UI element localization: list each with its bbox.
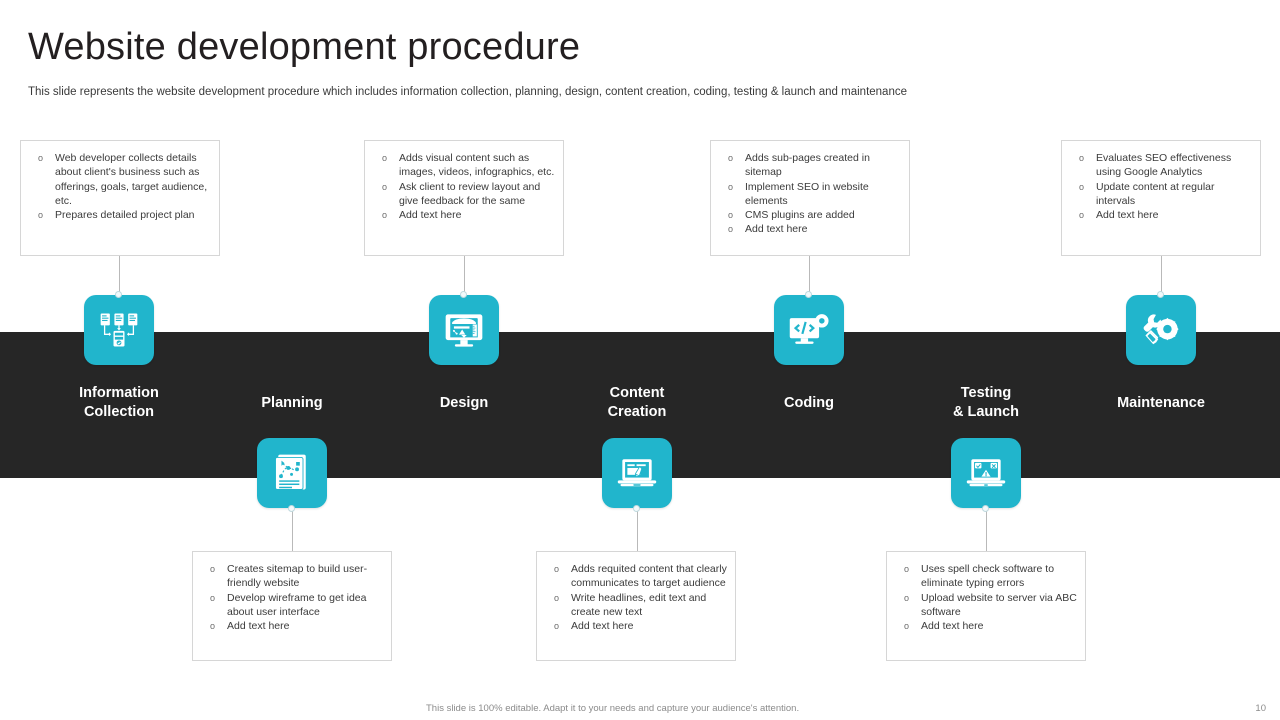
list-item: Update content at regular intervals (1070, 180, 1252, 209)
connector-node (1157, 291, 1164, 298)
connector-node (982, 505, 989, 512)
list-item: Adds requited content that clearly commu… (545, 562, 727, 591)
stage-label-testing-launch: Testing & Launch (952, 385, 1020, 420)
list-item: Add text here (719, 222, 901, 237)
page-number: 10 (1255, 703, 1266, 714)
strategy-document-icon (275, 454, 306, 490)
connector-node (460, 291, 467, 298)
connector-content-creation (637, 508, 638, 556)
connector-coding (809, 256, 810, 302)
laptop-test-check-icon (966, 459, 1006, 487)
page-title: Website development procedure (28, 26, 581, 68)
info-box-content-creation[interactable]: Adds requited content that clearly commu… (536, 551, 736, 661)
connector-node (115, 291, 122, 298)
info-box-testing-launch[interactable]: Uses spell check software to eliminate t… (886, 551, 1086, 661)
info-list: Creates sitemap to build user-friendly w… (201, 562, 383, 634)
info-list: Uses spell check software to eliminate t… (895, 562, 1077, 634)
stage-label-maintenance: Maintenance (1117, 395, 1205, 411)
stage-tile-design[interactable] (429, 291, 499, 365)
monitor-drafting-icon (445, 314, 483, 347)
stage-tile-content-creation[interactable] (602, 438, 672, 512)
stage-tile-testing-launch[interactable] (951, 438, 1021, 512)
list-item: CMS plugins are added (719, 208, 901, 223)
info-list: Adds sub-pages created in sitemap Implem… (719, 151, 901, 237)
connector-planning (292, 508, 293, 556)
connector-node (288, 505, 295, 512)
list-item: Evaluates SEO effectiveness using Google… (1070, 151, 1252, 180)
stage-tile-planning[interactable] (257, 438, 327, 512)
info-box-information-collection[interactable]: Web developer collects details about cli… (20, 140, 220, 256)
list-item: Add text here (1070, 208, 1252, 223)
list-item: Ask client to review layout and give fee… (373, 180, 555, 209)
connector-maintenance (1161, 256, 1162, 302)
list-item: Prepares detailed project plan (29, 208, 211, 223)
info-box-planning[interactable]: Creates sitemap to build user-friendly w… (192, 551, 392, 661)
list-item: Add text here (895, 619, 1077, 634)
monitor-code-gear-icon (789, 314, 829, 344)
stage-label-information-collection: Information Collection (79, 385, 159, 420)
stage-tile-information-collection[interactable] (84, 291, 154, 365)
page-subtitle: This slide represents the website develo… (28, 86, 907, 98)
stage-tile-coding[interactable] (774, 291, 844, 365)
documents-database-icon (100, 313, 138, 347)
connector-design (464, 256, 465, 302)
list-item: Upload website to server via ABC softwar… (895, 591, 1077, 620)
info-box-coding[interactable]: Adds sub-pages created in sitemap Implem… (710, 140, 910, 256)
info-list: Adds visual content such as images, vide… (373, 151, 555, 223)
connector-information-collection (119, 256, 120, 302)
list-item: Adds visual content such as images, vide… (373, 151, 555, 180)
stage-label-content-creation: Content Creation (607, 385, 667, 420)
stage-label-design: Design (439, 395, 489, 411)
list-item: Web developer collects details about cli… (29, 151, 211, 208)
list-item: Add text here (545, 619, 727, 634)
list-item: Add text here (373, 208, 555, 223)
stage-tile-maintenance[interactable] (1126, 291, 1196, 365)
footer-note: This slide is 100% editable. Adapt it to… (426, 703, 800, 714)
info-box-design[interactable]: Adds visual content such as images, vide… (364, 140, 564, 256)
info-box-maintenance[interactable]: Evaluates SEO effectiveness using Google… (1061, 140, 1261, 256)
list-item: Adds sub-pages created in sitemap (719, 151, 901, 180)
connector-testing-launch (986, 508, 987, 556)
stage-label-coding: Coding (784, 395, 834, 411)
info-list: Web developer collects details about cli… (29, 151, 211, 223)
info-list: Adds requited content that clearly commu… (545, 562, 727, 634)
list-item: Implement SEO in website elements (719, 180, 901, 209)
wrench-gear-icon (1143, 314, 1179, 345)
info-list: Evaluates SEO effectiveness using Google… (1070, 151, 1252, 223)
list-item: Develop wireframe to get idea about user… (201, 591, 383, 620)
connector-node (633, 505, 640, 512)
stage-label-planning: Planning (261, 395, 323, 411)
connector-node (805, 291, 812, 298)
list-item: Add text here (201, 619, 383, 634)
list-item: Uses spell check software to eliminate t… (895, 562, 1077, 591)
list-item: Creates sitemap to build user-friendly w… (201, 562, 383, 591)
laptop-pen-icon (617, 459, 657, 487)
list-item: Write headlines, edit text and create ne… (545, 591, 727, 620)
